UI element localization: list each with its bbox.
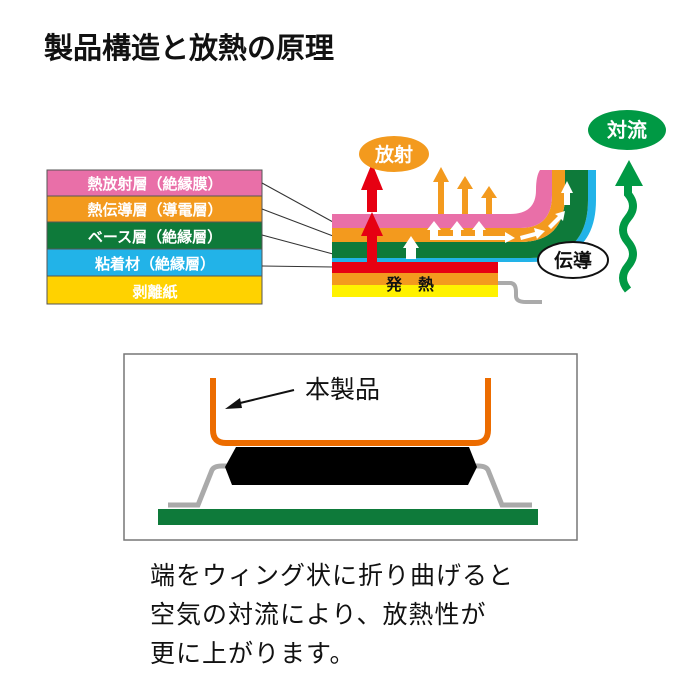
heat-label: 発 熱 <box>385 275 434 294</box>
layer-legend: 熱放射層（絶縁膜） 熱伝導層（導電層） ベース層（絶縁層） 粘着材（絶縁層） 剥… <box>46 169 334 305</box>
red-arrow-icon <box>361 212 383 262</box>
conduction-arrows <box>403 181 573 259</box>
legend-label: ベース層（絶縁層） <box>88 228 222 246</box>
legend-label: 熱伝導層（導電層） <box>87 201 222 219</box>
legend-label: 剥離紙 <box>132 283 177 301</box>
pointer-arrowhead-icon <box>225 398 242 409</box>
leader-lines <box>261 182 334 268</box>
heat-sink-product <box>210 378 491 446</box>
pointer-arrow-line <box>235 389 295 405</box>
radiation-bubble <box>359 136 429 172</box>
radiation-label: 放射 <box>374 143 413 166</box>
convection-wave-arrow-icon <box>619 184 637 293</box>
conduction-label: 伝導 <box>554 249 592 272</box>
layer-structure: 発 熱 <box>332 163 596 304</box>
legend-row-1 <box>46 195 263 223</box>
legend-label: 熱放射層（絶縁膜） <box>87 175 222 193</box>
convection-label: 対流 <box>606 118 647 142</box>
convection-bubble <box>588 110 666 150</box>
heat-source <box>332 262 498 273</box>
legend-row-0 <box>46 169 263 197</box>
caption: 端をウィング状に折り曲げると 空気の対流により、放熱性が 更に上がります。 <box>150 556 514 673</box>
legend-row-4 <box>46 275 263 305</box>
legend-label: 粘着材（絶縁層） <box>95 255 215 273</box>
circuit-board <box>158 509 538 525</box>
red-arrow-icon <box>361 163 383 212</box>
conduction-bubble <box>537 241 609 279</box>
product-label: 本製品 <box>305 375 380 404</box>
conductive-layer <box>332 170 565 242</box>
convection-arrowhead-icon <box>615 160 643 186</box>
ic-chip <box>225 447 477 485</box>
orange-arrow-icon <box>457 176 473 214</box>
radiation-layer <box>332 170 552 228</box>
chip-leads <box>168 463 532 508</box>
legend-row-2 <box>46 221 263 250</box>
caption-line: 端をウィング状に折り曲げると <box>150 561 515 590</box>
bottom-yellow <box>332 285 498 297</box>
lead-wire <box>498 281 542 304</box>
orange-arrow-icon <box>433 167 449 214</box>
caption-line: 更に上がります。 <box>150 639 356 668</box>
orange-arrow-icon <box>481 186 497 214</box>
page-title: 製品構造と放熱の原理 <box>44 31 334 65</box>
bottom-orange <box>332 273 498 285</box>
radiation-arrows <box>433 167 497 214</box>
caption-line: 空気の対流により、放熱性が <box>150 600 487 629</box>
